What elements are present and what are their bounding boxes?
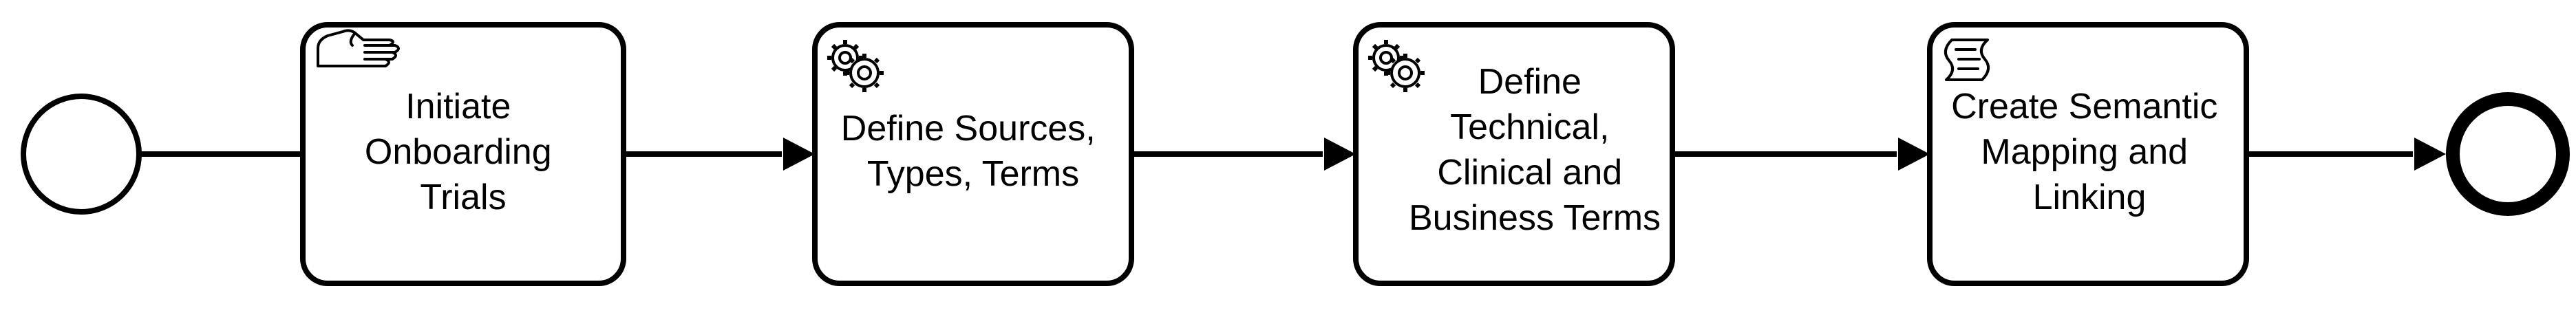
task-label-line: Linking <box>2033 177 2147 217</box>
task-create-semantic-mapping-and-linking[interactable]: Create Semantic Mapping and Linking <box>1927 22 2249 286</box>
task-label-line: Trials <box>420 177 506 217</box>
start-event[interactable] <box>21 94 142 215</box>
task-box[interactable] <box>812 22 1134 286</box>
arrowhead-4 <box>1898 138 1930 171</box>
task-label-line: Define Sources, <box>841 109 1096 149</box>
task-label-line: Onboarding <box>365 132 552 172</box>
task-define-technical-clinical-business-terms[interactable]: Define Technical, Clinical and Business … <box>1353 22 1675 286</box>
gears-icon <box>827 40 884 92</box>
task-label-line: Create Semantic <box>1951 87 2217 127</box>
task-label-line: Clinical and <box>1437 153 1622 193</box>
task-label: Define Sources, Types, Terms <box>841 109 1105 194</box>
task-label: Create Semantic Mapping and Linking <box>1951 87 2228 217</box>
scroll-icon <box>1944 39 1990 81</box>
arrowhead-5 <box>2414 138 2446 171</box>
task-label-line: Initiate <box>405 87 511 127</box>
task-label: Initiate Onboarding Trials <box>365 87 562 217</box>
gears-icon <box>1368 40 1425 92</box>
task-label-line: Business Terms <box>1409 198 1661 238</box>
task-box[interactable] <box>300 22 626 286</box>
task-initiate-onboarding-trials[interactable]: Initiate Onboarding Trials <box>300 22 626 286</box>
arrowhead-2 <box>783 138 815 171</box>
task-label: Define Technical, Clinical and Business … <box>1409 62 1661 238</box>
end-event[interactable] <box>2446 92 2570 216</box>
task-label-line: Mapping and <box>1981 132 2188 172</box>
arrowhead-3 <box>1324 138 1356 171</box>
hand-icon <box>317 29 400 67</box>
task-define-sources-types-terms[interactable]: Define Sources, Types, Terms <box>812 22 1134 286</box>
task-label-line: Technical, <box>1450 107 1609 147</box>
task-label-line: Types, Terms <box>867 154 1079 194</box>
task-label-line: Define <box>1478 62 1582 102</box>
task-box[interactable] <box>1927 22 2249 286</box>
sequence-flows <box>139 138 2446 171</box>
task-box[interactable] <box>1353 22 1675 286</box>
